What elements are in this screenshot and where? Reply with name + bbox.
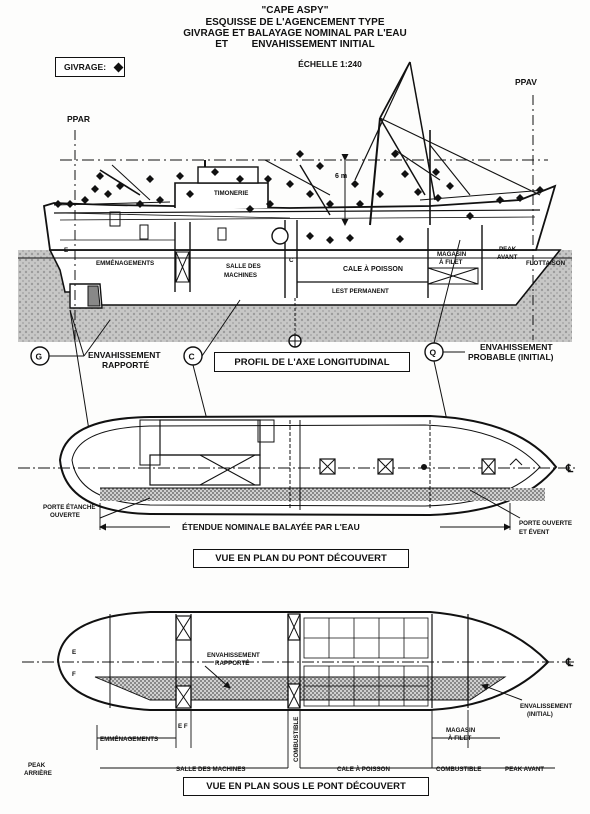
dim-peak-avant: PEAK AVANT bbox=[505, 766, 544, 773]
title-line-3-et: ET bbox=[215, 39, 229, 50]
profile-e-label: E bbox=[64, 247, 68, 254]
under-deck-plan-view bbox=[22, 611, 575, 769]
ud-envahissement-1: ENVAHISSEMENT bbox=[207, 652, 260, 659]
dim-combustible: COMBUSTIBLE bbox=[436, 766, 481, 773]
under-deck-title: VUE EN PLAN SOUS LE PONT DÉCOUVERT bbox=[206, 781, 406, 792]
porte-etanche-2: OUVERTE bbox=[50, 512, 80, 519]
porte-ouverte-1: PORTE OUVERTE bbox=[519, 520, 572, 527]
dim-ef: E F bbox=[178, 723, 188, 730]
deck-plan-title: VUE EN PLAN DU PONT DÉCOUVERT bbox=[215, 553, 387, 564]
profile-title: PROFIL DE L'AXE LONGITUDINAL bbox=[234, 356, 390, 368]
profile-title-box: PROFIL DE L'AXE LONGITUDINAL bbox=[214, 352, 410, 372]
ud-e-label: E bbox=[72, 649, 76, 656]
dim-emmenagements: EMMÉNAGEMENTS bbox=[100, 735, 158, 743]
dim-magasin-1: MAGASIN bbox=[446, 727, 476, 734]
legend-label: GIVRAGE: bbox=[64, 62, 107, 72]
ppav-label: PPAV bbox=[515, 77, 537, 87]
magasin-label-1: MAGASIN bbox=[437, 251, 467, 258]
peak-avant-label-1: PEAK bbox=[499, 246, 517, 253]
centerline-symbol-1: ℄ bbox=[565, 463, 574, 475]
envahissement-rapporte-1: ENVAHISSEMENT bbox=[88, 350, 161, 360]
deck-plan-labels: PORTE ÉTANCHE OUVERTE ÉTENDUE NOMINALE B… bbox=[43, 463, 574, 536]
peak-arriere-1: PEAK bbox=[28, 762, 46, 769]
magasin-label-2: À FILET bbox=[439, 259, 463, 266]
title-line-1: ESQUISSE DE L'AGENCEMENT TYPE bbox=[205, 17, 385, 28]
centerline-symbol-2: ℄ bbox=[565, 657, 574, 669]
porte-etanche-1: PORTE ÉTANCHE bbox=[43, 503, 95, 511]
envahissement-probable-1: ENVAHISSEMENT bbox=[480, 342, 553, 352]
marker-g-text: G bbox=[36, 352, 43, 362]
salle-machines-label-1: SALLE DES bbox=[226, 263, 261, 270]
dim-cale-poisson: CALE À POISSON bbox=[337, 766, 390, 773]
envahissement-probable-2: PROBABLE (INITIAL) bbox=[468, 352, 554, 362]
ud-envahissement-2: RAPPORTÉ bbox=[215, 659, 249, 667]
timonerie-label: TIMONERIE bbox=[214, 190, 248, 197]
six-m-label: 6 m bbox=[335, 173, 347, 180]
scale-label: ÉCHELLE 1:240 bbox=[298, 59, 362, 69]
deck-plan-view bbox=[18, 414, 575, 531]
ud-envalissement-2: (INITIAL) bbox=[527, 711, 553, 718]
marker-q-text: Q bbox=[430, 348, 437, 358]
marker-c-text: C bbox=[189, 352, 195, 362]
deck-line bbox=[53, 209, 541, 214]
title-line-3: ET ENVAHISSEMENT INITIAL bbox=[0, 40, 590, 50]
peak-avant-label-2: AVANT bbox=[497, 254, 518, 261]
ud-f-label: F bbox=[72, 671, 76, 678]
dim-magasin-2: À FILET bbox=[448, 735, 472, 742]
ud-envalissement-1: ENVALISSEMENT bbox=[520, 703, 572, 710]
legend-box: GIVRAGE: bbox=[55, 57, 125, 77]
flottaison-label: FLOTTAISON bbox=[526, 260, 566, 267]
envahissement-rapporte-2: RAPPORTÉ bbox=[102, 360, 150, 370]
title-line-2: GIVRAGE ET BALAYAGE NOMINAL PAR L'EAU bbox=[183, 28, 407, 39]
under-deck-labels: E F ENVAHISSEMENT RAPPORTÉ ENVALISSEMENT… bbox=[24, 649, 574, 777]
title-line-3-text: ENVAHISSEMENT INITIAL bbox=[251, 39, 375, 50]
ship-name: "CAPE ASPY" bbox=[261, 5, 329, 16]
profile-view bbox=[18, 61, 572, 348]
deck-plan-title-box: VUE EN PLAN DU PONT DÉCOUVERT bbox=[193, 549, 409, 568]
icing-markers bbox=[54, 150, 544, 244]
porte-ouverte-2: ET ÉVENT bbox=[519, 528, 549, 536]
dim-salle-machines: SALLE DES MACHINES bbox=[176, 766, 245, 773]
lest-permanent-label: LEST PERMANENT bbox=[332, 288, 389, 295]
under-deck-title-box: VUE EN PLAN SOUS LE PONT DÉCOUVERT bbox=[183, 777, 429, 796]
salle-machines-label-2: MACHINES bbox=[224, 272, 257, 279]
cale-poisson-label: CALE À POISSON bbox=[343, 264, 403, 273]
ppar-label: PPAR bbox=[67, 114, 90, 124]
peak-arriere-2: ARRIÈRE bbox=[24, 769, 52, 777]
dim-combustible-vertical: COMBUSTIBLE bbox=[293, 717, 300, 762]
etendue-label: ÉTENDUE NOMINALE BALAYÉE PAR L'EAU bbox=[182, 522, 360, 532]
emmenagements-label: EMMÉNAGEMENTS bbox=[96, 259, 154, 267]
profile-labels: PPAR PPAV TIMONERIE 6 m EMMÉNAGEMENTS SA… bbox=[64, 77, 566, 295]
flooding-markers: G C Q ENVAHISSEMENT RAPPORTÉ ENVAHISSEME… bbox=[30, 239, 554, 501]
profile-c-label: C bbox=[289, 257, 294, 264]
